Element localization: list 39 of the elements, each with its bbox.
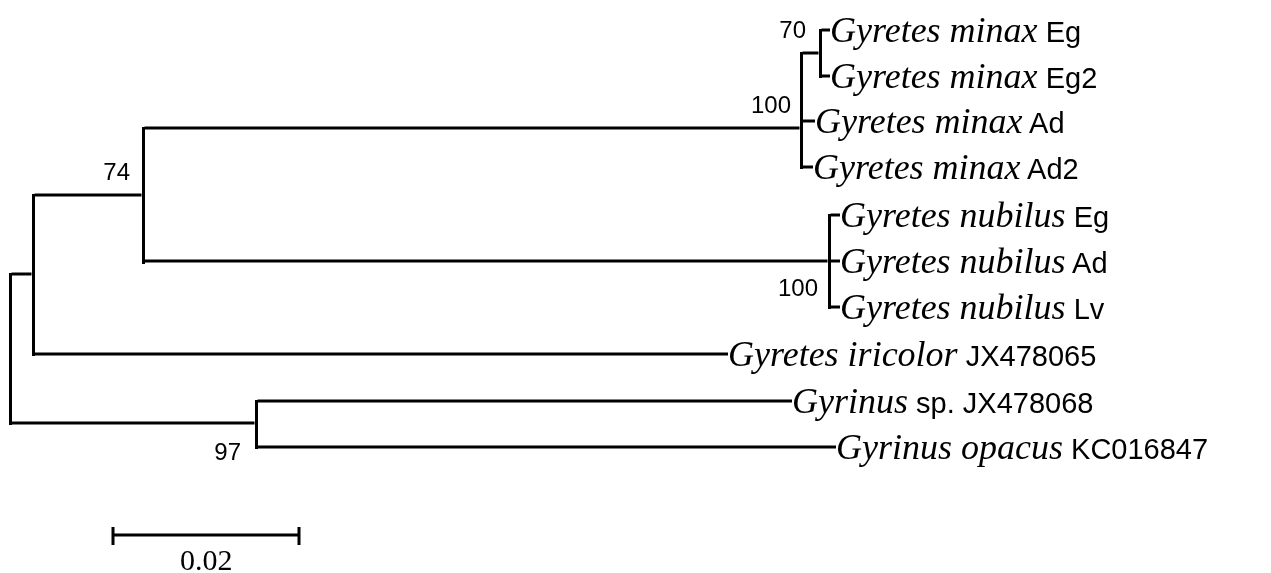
taxon-label: Gyrinus opacus KC016847 xyxy=(836,427,1209,467)
tree-branch xyxy=(802,119,815,123)
scale-value: 0.02 xyxy=(180,543,233,573)
taxon-label: Gyretes minax Eg2 xyxy=(830,56,1098,96)
bootstrap-value: 100 xyxy=(777,274,818,302)
branch-bar xyxy=(818,28,822,78)
tree-branch xyxy=(830,305,840,309)
taxon-label: Gyretes minax Ad2 xyxy=(813,147,1079,187)
taxon-label: Gyretes minax Ad xyxy=(815,101,1065,141)
taxon-label: Gyretes nubilus Eg xyxy=(840,195,1110,235)
tree-branch xyxy=(257,399,792,403)
branch-bar xyxy=(799,51,803,169)
bootstrap-value: 100 xyxy=(750,91,791,119)
bootstrap-value: 70 xyxy=(779,16,806,44)
taxon-label: Gyretes nubilus Lv xyxy=(840,287,1105,327)
tree-branch xyxy=(802,51,819,55)
tree-branch xyxy=(830,213,840,217)
tree-branch xyxy=(11,272,32,276)
taxon-label: Gyrinus sp. JX478068 xyxy=(792,381,1094,421)
branch-bar xyxy=(827,213,831,309)
bootstrap-value: 97 xyxy=(214,438,241,466)
tree-branch xyxy=(11,421,255,425)
taxon-label: Gyretes nubilus Ad xyxy=(840,241,1108,281)
tree-branch xyxy=(821,28,830,32)
tree-branch xyxy=(802,165,813,169)
tree-branch xyxy=(34,352,728,356)
branch-bar xyxy=(254,399,258,449)
tree-branch xyxy=(830,259,840,263)
bootstrap-value: 74 xyxy=(103,158,130,186)
branch-bar xyxy=(31,193,35,356)
taxon-label: Gyretes minax Eg xyxy=(830,10,1082,50)
tree-branch xyxy=(257,445,836,449)
tree-branch xyxy=(821,74,830,78)
tree-branch xyxy=(144,126,800,130)
taxon-label: Gyretes iricolor JX478065 xyxy=(728,334,1097,374)
branch-bar xyxy=(8,272,12,425)
tree-branch xyxy=(34,193,142,197)
tree-branch xyxy=(144,259,828,263)
branch-bar xyxy=(141,126,145,264)
